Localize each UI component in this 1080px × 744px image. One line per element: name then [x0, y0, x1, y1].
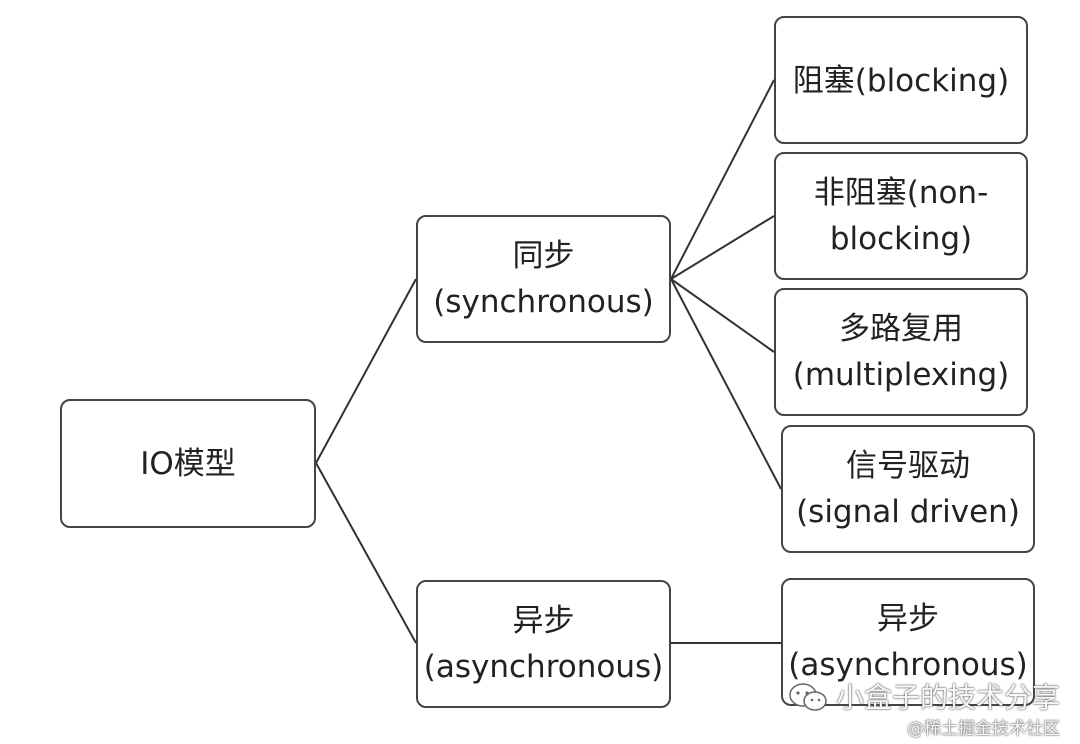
node-label-line2: (signal driven) [796, 494, 1020, 530]
node-blocking: 阻塞(blocking) [774, 16, 1028, 144]
watermark-source: @稀土掘金技术社区 [907, 719, 1060, 739]
node-io-model: IO模型 [60, 399, 316, 528]
watermark-account-name: 小盒子的技术分享 [836, 681, 1061, 714]
watermark: 小盒子的技术分享 @稀土掘金技术社区 [780, 676, 1080, 744]
node-async: 异步 (asynchronous) [416, 580, 671, 708]
line-sync-multiplexing [670, 278, 775, 353]
node-non-blocking: 非阻塞(non- blocking) [774, 152, 1028, 280]
node-label-line1: 非阻塞(non- [813, 175, 989, 211]
node-label-line2: blocking) [829, 221, 973, 257]
node-label-line1: 多路复用 [839, 311, 963, 347]
node-label-line2: (synchronous) [433, 284, 654, 320]
line-sync-nonblocking [670, 215, 775, 280]
node-label-line1: 信号驱动 [846, 448, 970, 484]
node-sync: 同步 (synchronous) [416, 215, 671, 343]
node-label-line1: 阻塞(blocking) [792, 63, 1010, 99]
node-label-line2: (asynchronous) [423, 649, 664, 685]
wechat-icon [789, 683, 827, 711]
line-sync-blocking [670, 79, 775, 280]
node-label: IO模型 [140, 445, 236, 482]
node-label-line1: 异步 [877, 601, 939, 637]
node-async-child: 异步 (asynchronous) [781, 578, 1035, 706]
node-label-line2: (asynchronous) [788, 647, 1028, 683]
line-root-async [315, 462, 417, 644]
line-root-sync [315, 278, 417, 464]
node-signal-driven: 信号驱动 (signal driven) [781, 425, 1035, 553]
node-label-line1: 同步 [512, 238, 575, 274]
line-sync-signal [670, 278, 782, 490]
node-multiplexing: 多路复用 (multiplexing) [774, 288, 1028, 416]
node-label-line2: (multiplexing) [792, 357, 1010, 393]
node-label-line1: 异步 [512, 603, 575, 639]
